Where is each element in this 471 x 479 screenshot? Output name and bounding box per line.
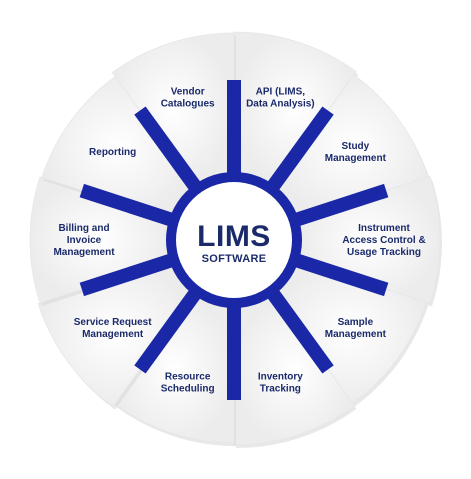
segment-label-line: Management xyxy=(325,329,387,340)
wheel-spoke xyxy=(79,183,176,227)
segment-label-line: Data Analysis) xyxy=(246,98,315,109)
wheel-spoke xyxy=(79,253,176,297)
segment-label-line: Scheduling xyxy=(161,384,215,395)
segment-label-line: Inventory xyxy=(258,372,303,383)
segment-label-line: Reporting xyxy=(89,147,136,158)
segment-label-line: API (LIMS, xyxy=(256,86,306,97)
segment-label-line: Access Control & xyxy=(342,235,425,246)
segment-label-line: Service Request xyxy=(74,317,152,328)
segment-label-line: Tracking xyxy=(260,384,301,395)
center-hub: LIMS SOFTWARE xyxy=(166,172,302,308)
segment-label-line: Management xyxy=(325,153,387,164)
hub-inner xyxy=(176,182,292,298)
spokes-layer xyxy=(79,80,389,400)
segment-label-line: Billing and xyxy=(58,223,109,234)
segment-label: API (LIMS,Data Analysis) xyxy=(246,86,315,109)
center-title: LIMS xyxy=(197,220,271,253)
segment-label-line: Study xyxy=(341,141,369,152)
wheel-spoke xyxy=(134,287,203,374)
segment-label: Reporting xyxy=(89,147,136,158)
segment-label-line: Catalogues xyxy=(161,98,215,109)
wheel-spoke xyxy=(265,287,334,374)
wheel-spoke xyxy=(134,106,203,193)
segment-label-line: Sample xyxy=(338,317,374,328)
segment-label-line: Vendor xyxy=(171,86,205,97)
segment-label-line: Invoice xyxy=(67,235,102,246)
segment-label-line: Resource xyxy=(165,372,211,383)
wheel-spoke xyxy=(292,253,389,297)
segment-label-line: Management xyxy=(53,247,115,258)
wheel-spoke xyxy=(265,106,334,193)
segment-label-line: Management xyxy=(82,329,144,340)
segment-label-line: Usage Tracking xyxy=(347,247,421,258)
wheel-spoke xyxy=(292,183,389,227)
segment-label-line: Instrument xyxy=(358,223,410,234)
center-subtitle: SOFTWARE xyxy=(202,253,267,265)
